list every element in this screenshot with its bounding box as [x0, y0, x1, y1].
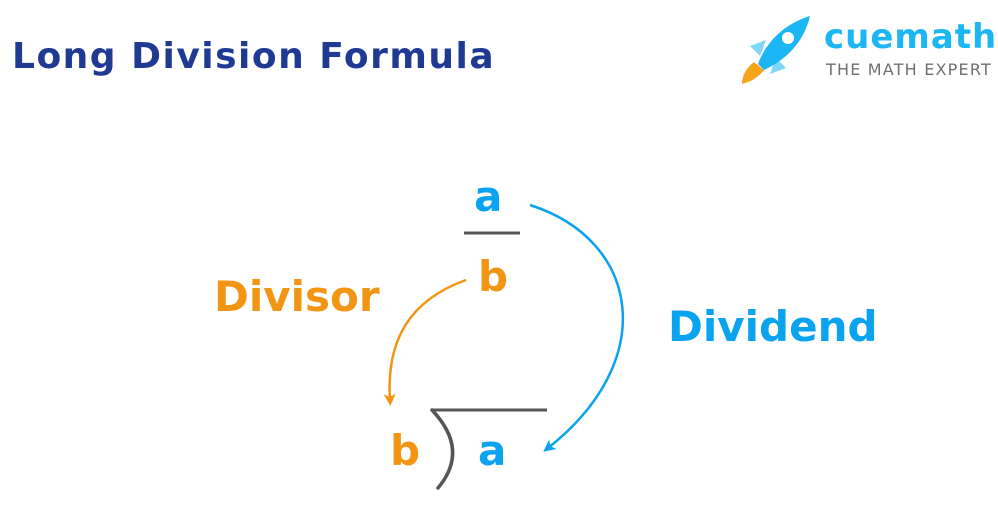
- divisor-label: Divisor: [214, 272, 380, 321]
- page-title: Long Division Formula: [12, 36, 496, 77]
- long-division-dividend: a: [478, 426, 507, 475]
- brand-logo: cuemath THE MATH EXPERT: [736, 12, 998, 88]
- fraction-denominator: b: [478, 252, 509, 301]
- division-bracket: [430, 408, 455, 490]
- dividend-arrow: [529, 203, 625, 452]
- brand-name: cuemath: [824, 17, 998, 57]
- rocket-icon: [742, 16, 810, 84]
- fraction-numerator: a: [474, 172, 503, 221]
- divisor-arrow: [383, 278, 467, 406]
- long-division-divisor: b: [390, 426, 421, 475]
- dividend-label: Dividend: [668, 302, 878, 351]
- brand-tagline: THE MATH EXPERT: [826, 60, 992, 79]
